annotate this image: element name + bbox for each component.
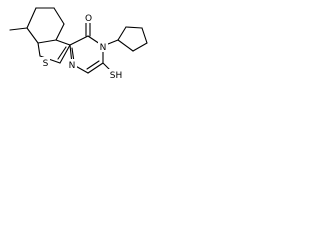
bond (26, 27, 39, 44)
molecule-structure: O S N N SH (9, 7, 148, 81)
bond (55, 39, 71, 46)
bond (117, 26, 127, 41)
thiol-label: SH (110, 71, 122, 81)
double-bond-inner (86, 60, 100, 70)
bond (87, 62, 104, 74)
bond (55, 23, 65, 41)
oxygen-label: O (85, 14, 92, 24)
cyclohexane-ring (26, 7, 65, 44)
bond (37, 42, 41, 57)
nitrogen-n3-label: N (100, 43, 107, 53)
bond (53, 7, 65, 25)
atom-nitrogen-n1: N (67, 59, 77, 71)
bond (125, 26, 143, 29)
methyl-bond (9, 27, 28, 31)
cyclopentyl-ring (117, 26, 148, 52)
bond (26, 7, 37, 29)
atom-oxygen: O (84, 12, 93, 24)
atom-thiol: SH (108, 69, 124, 81)
bond (117, 39, 134, 52)
atom-nitrogen-n3: N (98, 41, 108, 53)
sulfur-ring-label: S (43, 59, 49, 69)
bond (141, 27, 148, 44)
bond (132, 42, 148, 52)
bond (69, 35, 89, 46)
double-bond-inner (57, 46, 67, 60)
bond (59, 44, 71, 64)
atom-sulfur-ring: S (41, 57, 50, 69)
nitrogen-n1-label: N (69, 61, 76, 71)
bond (37, 39, 57, 44)
pyrimidine-ring (69, 35, 104, 74)
